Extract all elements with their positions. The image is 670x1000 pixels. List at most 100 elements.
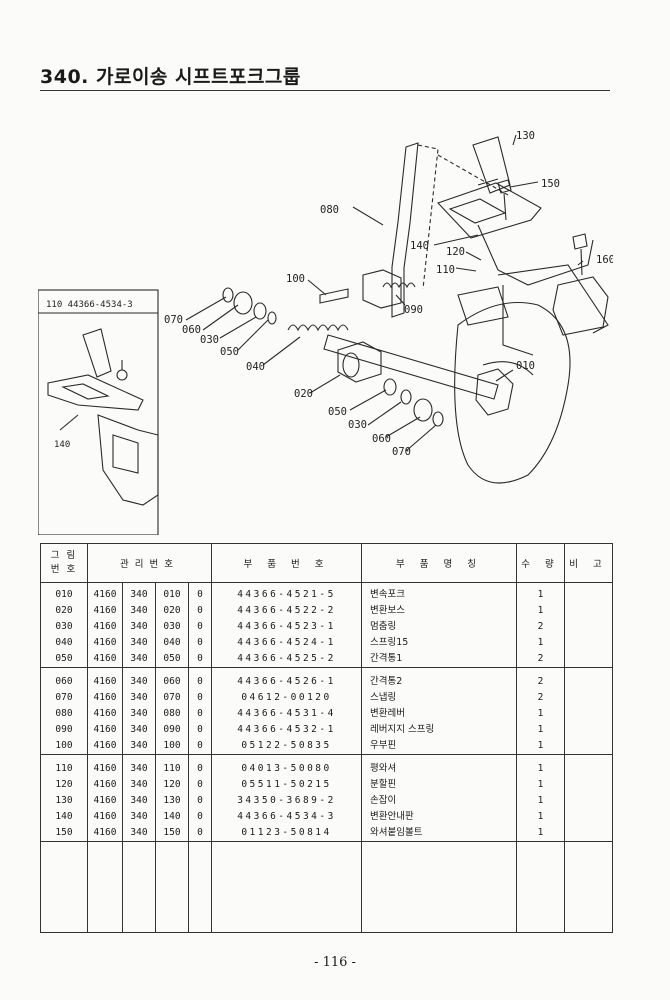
- cell-part-no: 44366-4534-3: [211, 809, 363, 825]
- cell-qty: 1: [516, 722, 566, 738]
- cell-qty: 2: [516, 651, 566, 668]
- cell-name: 변환보스: [361, 603, 518, 619]
- exploded-parts-diagram: 110 44366-4534-3 140 130 150 080 140 120…: [38, 125, 613, 535]
- inset-callout-140: 140: [54, 440, 70, 450]
- cell-part-no: 44366-4532-1: [211, 722, 363, 738]
- cell-m2: 340: [122, 635, 156, 651]
- cell-m4: 0: [187, 603, 213, 619]
- cell-remark: [564, 582, 614, 603]
- callout-050-left: 050: [220, 346, 239, 358]
- callout-040: 040: [246, 361, 265, 373]
- cell-m3: 010: [155, 582, 189, 603]
- cell-m3: 050: [155, 651, 189, 668]
- cell-m4: 0: [187, 777, 213, 793]
- cell-m1: 4160: [87, 777, 123, 793]
- cell-part-no: 44366-4525-2: [211, 651, 363, 668]
- cell-m4: 0: [187, 667, 213, 690]
- cell-name: 평와셔: [361, 754, 518, 777]
- callout-030-right: 030: [348, 419, 367, 431]
- page-number: - 116 -: [314, 955, 356, 970]
- cell-part-no: 01123-50814: [211, 825, 363, 842]
- title-divider: [40, 90, 610, 91]
- cell-m4: 0: [187, 809, 213, 825]
- cell-qty: 1: [516, 793, 566, 809]
- cell-remark: [564, 667, 614, 690]
- cell-m3: 070: [155, 690, 189, 706]
- cell-m2: 340: [122, 754, 156, 777]
- header-qty: 수 량: [516, 543, 566, 583]
- header-remarks: 비 고: [564, 543, 614, 583]
- cell-m2: 340: [122, 793, 156, 809]
- cell-name: 간격통2: [361, 667, 518, 690]
- cell-name: 변환레버: [361, 706, 518, 722]
- empty-cell: [40, 841, 88, 933]
- header-figure-no-line1: 그 림: [50, 550, 78, 561]
- cell-remark: [564, 722, 614, 738]
- inset-frame: [38, 289, 159, 535]
- cell-remark: [564, 754, 614, 777]
- cell-name: 레버지지 스프링: [361, 722, 518, 738]
- cell-remark: [564, 738, 614, 755]
- cell-remark: [564, 635, 614, 651]
- cell-part-no: 44366-4522-2: [211, 603, 363, 619]
- cell-no: 080: [40, 706, 88, 722]
- cell-m1: 4160: [87, 603, 123, 619]
- cell-no: 070: [40, 690, 88, 706]
- cell-part-no: 04612-00120: [211, 690, 363, 706]
- table-header-row: 그 림 번 호 관리번호 부 품 번 호 부 품 명 칭 수 량 비 고: [40, 543, 614, 583]
- parts-table: 그 림 번 호 관리번호 부 품 번 호 부 품 명 칭 수 량 비 고 010…: [40, 543, 614, 933]
- cell-no: 020: [40, 603, 88, 619]
- cell-m2: 340: [122, 825, 156, 842]
- cell-no: 150: [40, 825, 88, 842]
- cell-qty: 1: [516, 635, 566, 651]
- cell-m3: 040: [155, 635, 189, 651]
- cell-name: 우부핀: [361, 738, 518, 755]
- callout-150: 150: [541, 178, 560, 190]
- cell-part-no: 44366-4523-1: [211, 619, 363, 635]
- header-part-no: 부 품 번 호: [211, 543, 363, 583]
- cell-m3: 080: [155, 706, 189, 722]
- empty-cell: [87, 841, 123, 933]
- cell-m2: 340: [122, 777, 156, 793]
- cell-m2: 340: [122, 706, 156, 722]
- cell-m4: 0: [187, 793, 213, 809]
- cell-m3: 090: [155, 722, 189, 738]
- callout-160: 160: [596, 254, 613, 266]
- cell-no: 040: [40, 635, 88, 651]
- cell-remark: [564, 825, 614, 842]
- cell-remark: [564, 603, 614, 619]
- cell-no: 090: [40, 722, 88, 738]
- cell-m3: 120: [155, 777, 189, 793]
- cell-m1: 4160: [87, 809, 123, 825]
- cell-m4: 0: [187, 722, 213, 738]
- callout-140: 140: [410, 240, 429, 252]
- cell-m1: 4160: [87, 667, 123, 690]
- cell-name: 와셔붙임볼트: [361, 825, 518, 842]
- cell-qty: 1: [516, 738, 566, 755]
- cell-m4: 0: [187, 690, 213, 706]
- cell-m3: 130: [155, 793, 189, 809]
- cell-part-no: 44366-4524-1: [211, 635, 363, 651]
- cell-qty: 1: [516, 825, 566, 842]
- header-figure-no: 그 림 번 호: [40, 543, 88, 583]
- cell-part-no: 44366-4521-5: [211, 582, 363, 603]
- cell-remark: [564, 651, 614, 668]
- callout-130: 130: [516, 130, 535, 142]
- header-mgmt-no: 관리번호: [86, 543, 213, 583]
- callout-110: 110: [436, 264, 455, 276]
- empty-cell: [564, 841, 614, 933]
- cell-name: 변환안내판: [361, 809, 518, 825]
- cell-m1: 4160: [87, 690, 123, 706]
- cell-m3: 110: [155, 754, 189, 777]
- empty-cell: [187, 841, 213, 933]
- cell-part-no: 05511-50215: [211, 777, 363, 793]
